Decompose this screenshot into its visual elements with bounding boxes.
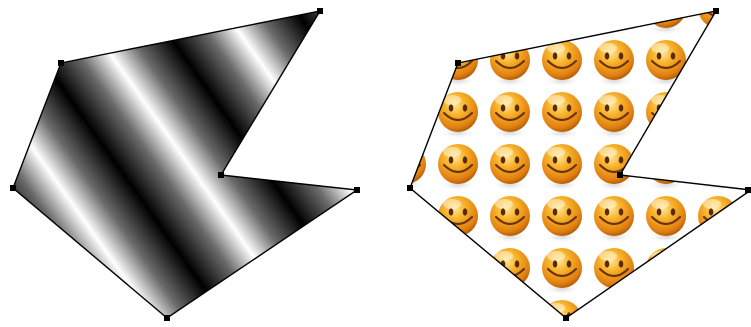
smiley-face-icon-pattern: [405, 0, 751, 327]
gradient-fill: [13, 11, 357, 318]
vertex-handle[interactable]: [617, 172, 623, 178]
vertex-handle[interactable]: [10, 185, 16, 191]
vertex-handle[interactable]: [317, 8, 323, 14]
vertex-handle[interactable]: [563, 315, 569, 321]
vertex-handle[interactable]: [745, 187, 751, 193]
vertex-handle[interactable]: [58, 60, 64, 66]
vertex-handle[interactable]: [354, 187, 360, 193]
vertex-handle[interactable]: [218, 172, 224, 178]
gradient-filled-polygon[interactable]: [10, 8, 360, 321]
vertex-handle[interactable]: [407, 185, 413, 191]
vertex-handle[interactable]: [713, 8, 719, 14]
vertex-handle[interactable]: [164, 315, 170, 321]
pattern-filled-polygon[interactable]: [405, 0, 751, 327]
vertex-handle[interactable]: [455, 60, 461, 66]
